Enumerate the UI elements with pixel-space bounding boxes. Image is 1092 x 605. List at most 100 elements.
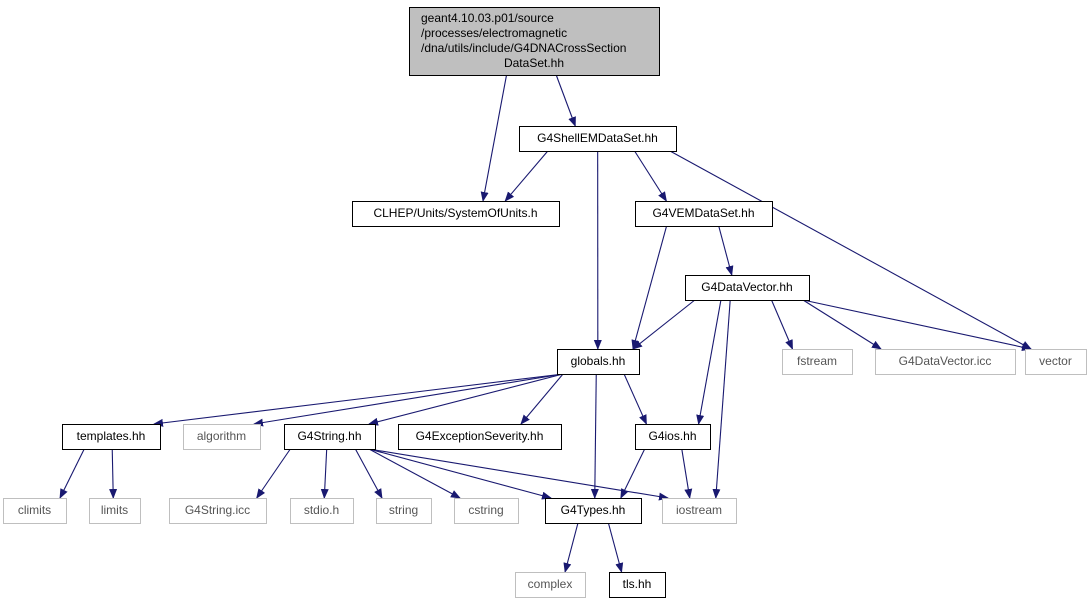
node-dvicc: G4DataVector.icc [875, 349, 1016, 375]
edge-vem-to-globals [631, 225, 668, 350]
edge-shell-to-clhep [504, 150, 549, 202]
node-cstring: cstring [454, 498, 519, 524]
node-exception[interactable]: G4ExceptionSeverity.hh [398, 424, 562, 450]
node-label-stdio: stdio.h [304, 503, 339, 517]
node-label-root-line-3: DataSet.hh [504, 56, 564, 70]
edge-globals-to-g4types [590, 373, 599, 499]
node-label-climits: climits [18, 503, 51, 517]
node-globals[interactable]: globals.hh [557, 349, 640, 375]
node-climits: climits [3, 498, 67, 524]
node-label-g4ios: G4ios.hh [648, 429, 696, 443]
edge-datavector-to-iostream [712, 299, 731, 499]
node-box-g4string [284, 424, 376, 450]
node-label-cstring: cstring [468, 503, 503, 517]
edge-templates-to-climits [59, 448, 85, 499]
node-label-exception: G4ExceptionSeverity.hh [416, 429, 544, 443]
edge-g4types-to-complex [563, 522, 579, 573]
node-box-complex [515, 572, 586, 598]
node-g4ios[interactable]: G4ios.hh [635, 424, 711, 450]
node-label-g4string: G4String.hh [297, 429, 361, 443]
node-label-algorithm: algorithm [197, 429, 246, 443]
node-box-g4types [545, 498, 642, 524]
node-box-string [376, 498, 432, 524]
node-box-exception [398, 424, 562, 450]
node-stdio: stdio.h [290, 498, 354, 524]
node-box-datavector [685, 275, 810, 301]
node-g4types[interactable]: G4Types.hh [545, 498, 642, 524]
edge-datavector-to-globals [632, 299, 696, 350]
edge-g4ios-to-g4types [620, 448, 646, 499]
edge-vem-to-datavector [718, 225, 734, 276]
node-templates[interactable]: templates.hh [62, 424, 161, 450]
node-label-vem: G4VEMDataSet.hh [652, 206, 754, 220]
edge-globals-to-templates [153, 373, 564, 427]
node-datavector[interactable]: G4DataVector.hh [685, 275, 810, 301]
node-vector: vector [1025, 349, 1087, 375]
node-box-globals [557, 349, 640, 375]
edge-templates-to-limits [109, 448, 118, 499]
edge-g4string-to-stringicc [256, 448, 291, 499]
node-box-tls [609, 572, 666, 598]
node-label-tls: tls.hh [623, 577, 652, 591]
edge-globals-to-g4ios [623, 373, 647, 425]
edge-g4string-to-string [354, 448, 383, 499]
node-algorithm: algorithm [183, 424, 261, 450]
edge-datavector-to-vector [802, 299, 1032, 352]
node-box-algorithm [183, 424, 261, 450]
node-fstream: fstream [782, 349, 853, 375]
edge-datavector-to-g4ios [696, 299, 722, 425]
edge-root-to-clhep [480, 74, 508, 202]
node-label-vector: vector [1039, 354, 1072, 368]
node-label-globals: globals.hh [571, 354, 626, 368]
edge-root-to-shell [555, 74, 576, 127]
node-shell[interactable]: G4ShellEMDataSet.hh [519, 126, 677, 152]
node-box-stdio [290, 498, 354, 524]
edge-shell-to-vector [669, 150, 1032, 350]
node-label-fstream: fstream [797, 354, 837, 368]
node-label-root-line-0: geant4.10.03.p01/source [421, 11, 554, 25]
node-limits: limits [89, 498, 141, 524]
node-label-shell: G4ShellEMDataSet.hh [537, 131, 658, 145]
node-label-datavector: G4DataVector.hh [701, 280, 792, 294]
node-label-limits: limits [101, 503, 128, 517]
node-box-cstring [454, 498, 519, 524]
edge-globals-to-algorithm [253, 373, 564, 427]
edge-datavector-to-dvicc [802, 299, 882, 350]
node-vem[interactable]: G4VEMDataSet.hh [635, 201, 773, 227]
node-label-string: string [389, 503, 418, 517]
edge-g4string-to-g4types [368, 448, 552, 500]
node-stringicc: G4String.icc [169, 498, 267, 524]
node-label-stringicc: G4String.icc [185, 503, 250, 517]
node-box-templates [62, 424, 161, 450]
dependency-edges [59, 74, 1032, 573]
node-box-vector [1025, 349, 1087, 375]
node-root[interactable]: geant4.10.03.p01/source/processes/electr… [409, 7, 660, 76]
node-box-g4ios [635, 424, 711, 450]
node-box-shell [519, 126, 677, 152]
node-label-iostream: iostream [676, 503, 722, 517]
node-label-templates: templates.hh [77, 429, 146, 443]
node-g4string[interactable]: G4String.hh [284, 424, 376, 450]
node-box-stringicc [169, 498, 267, 524]
node-string: string [376, 498, 432, 524]
node-label-clhep: CLHEP/Units/SystemOfUnits.h [373, 206, 537, 220]
file-nodes: geant4.10.03.p01/source/processes/electr… [3, 7, 1087, 598]
edge-g4string-to-stdio [320, 448, 329, 499]
edge-g4ios-to-iostream [681, 448, 693, 499]
edge-g4string-to-cstring [368, 448, 461, 499]
node-label-root-line-2: /dna/utils/include/G4DNACrossSection [421, 41, 626, 55]
node-box-dvicc [875, 349, 1016, 375]
node-box-root [409, 7, 660, 76]
node-label-dvicc: G4DataVector.icc [899, 354, 992, 368]
node-iostream: iostream [662, 498, 737, 524]
node-clhep[interactable]: CLHEP/Units/SystemOfUnits.h [352, 201, 560, 227]
node-box-climits [3, 498, 67, 524]
node-box-limits [89, 498, 141, 524]
node-label-g4types: G4Types.hh [561, 503, 626, 517]
node-box-vem [635, 201, 773, 227]
edge-shell-to-vem [634, 150, 667, 202]
edge-g4types-to-tls [607, 522, 624, 573]
node-complex: complex [515, 572, 586, 598]
node-box-fstream [782, 349, 853, 375]
node-tls[interactable]: tls.hh [609, 572, 666, 598]
